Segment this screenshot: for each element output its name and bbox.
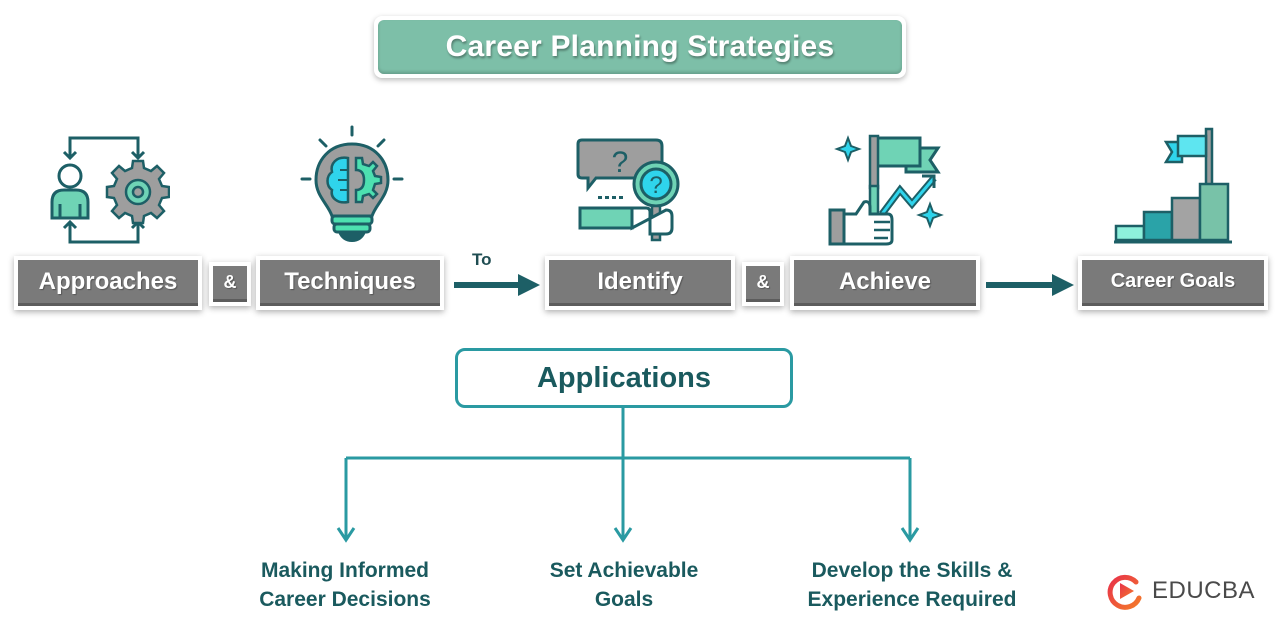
- identify-label: Identify: [549, 260, 731, 306]
- identify-box: Identify: [545, 256, 735, 310]
- hand-flag-growth-icon: [828, 134, 944, 246]
- techniques-label: Techniques: [260, 260, 440, 306]
- ampersand-box: &: [742, 262, 784, 306]
- educba-logo: EDUCBA: [1106, 572, 1255, 610]
- application-item: Develop the Skills & Experience Required: [770, 556, 1054, 614]
- educba-logo-icon: [1107, 574, 1142, 610]
- right-arrow-icon: [454, 274, 540, 296]
- application-item: Set Achievable Goals: [504, 556, 744, 614]
- career-goals-label: Career Goals: [1082, 260, 1264, 306]
- career-goals-box: Career Goals: [1078, 256, 1268, 310]
- svg-text:?: ?: [612, 146, 629, 179]
- right-arrow-icon: [986, 274, 1074, 296]
- application-line: Set Achievable: [549, 559, 699, 582]
- question-magnifier-icon: ? ?: [576, 138, 680, 242]
- page-title: Career Planning Strategies: [378, 20, 902, 74]
- lightbulb-brain-gear-icon: [300, 125, 404, 242]
- person-gear-cycle-icon: [50, 136, 170, 244]
- brand-name: EDUCBA: [1152, 577, 1256, 604]
- ampersand-label: &: [746, 266, 780, 302]
- ampersand-box: &: [209, 262, 251, 306]
- ampersand-label: &: [213, 266, 247, 302]
- title-banner: Career Planning Strategies: [374, 16, 906, 78]
- application-line: Making Informed: [260, 559, 429, 582]
- achieve-label: Achieve: [794, 260, 976, 306]
- achieve-box: Achieve: [790, 256, 980, 310]
- application-line: Develop the Skills &: [811, 559, 1013, 582]
- application-line: Experience Required: [807, 588, 1017, 611]
- application-item: Making Informed Career Decisions: [220, 556, 470, 614]
- application-line: Career Decisions: [259, 588, 431, 611]
- steps-flag-icon: [1114, 127, 1232, 244]
- approaches-box: Approaches: [14, 256, 202, 310]
- to-label: To: [472, 250, 492, 269]
- techniques-box: Techniques: [256, 256, 444, 310]
- svg-text:?: ?: [649, 172, 662, 199]
- applications-heading: Applications: [455, 348, 793, 408]
- applications-connector-lines: [336, 408, 920, 543]
- approaches-label: Approaches: [18, 260, 198, 306]
- application-line: Goals: [594, 588, 654, 611]
